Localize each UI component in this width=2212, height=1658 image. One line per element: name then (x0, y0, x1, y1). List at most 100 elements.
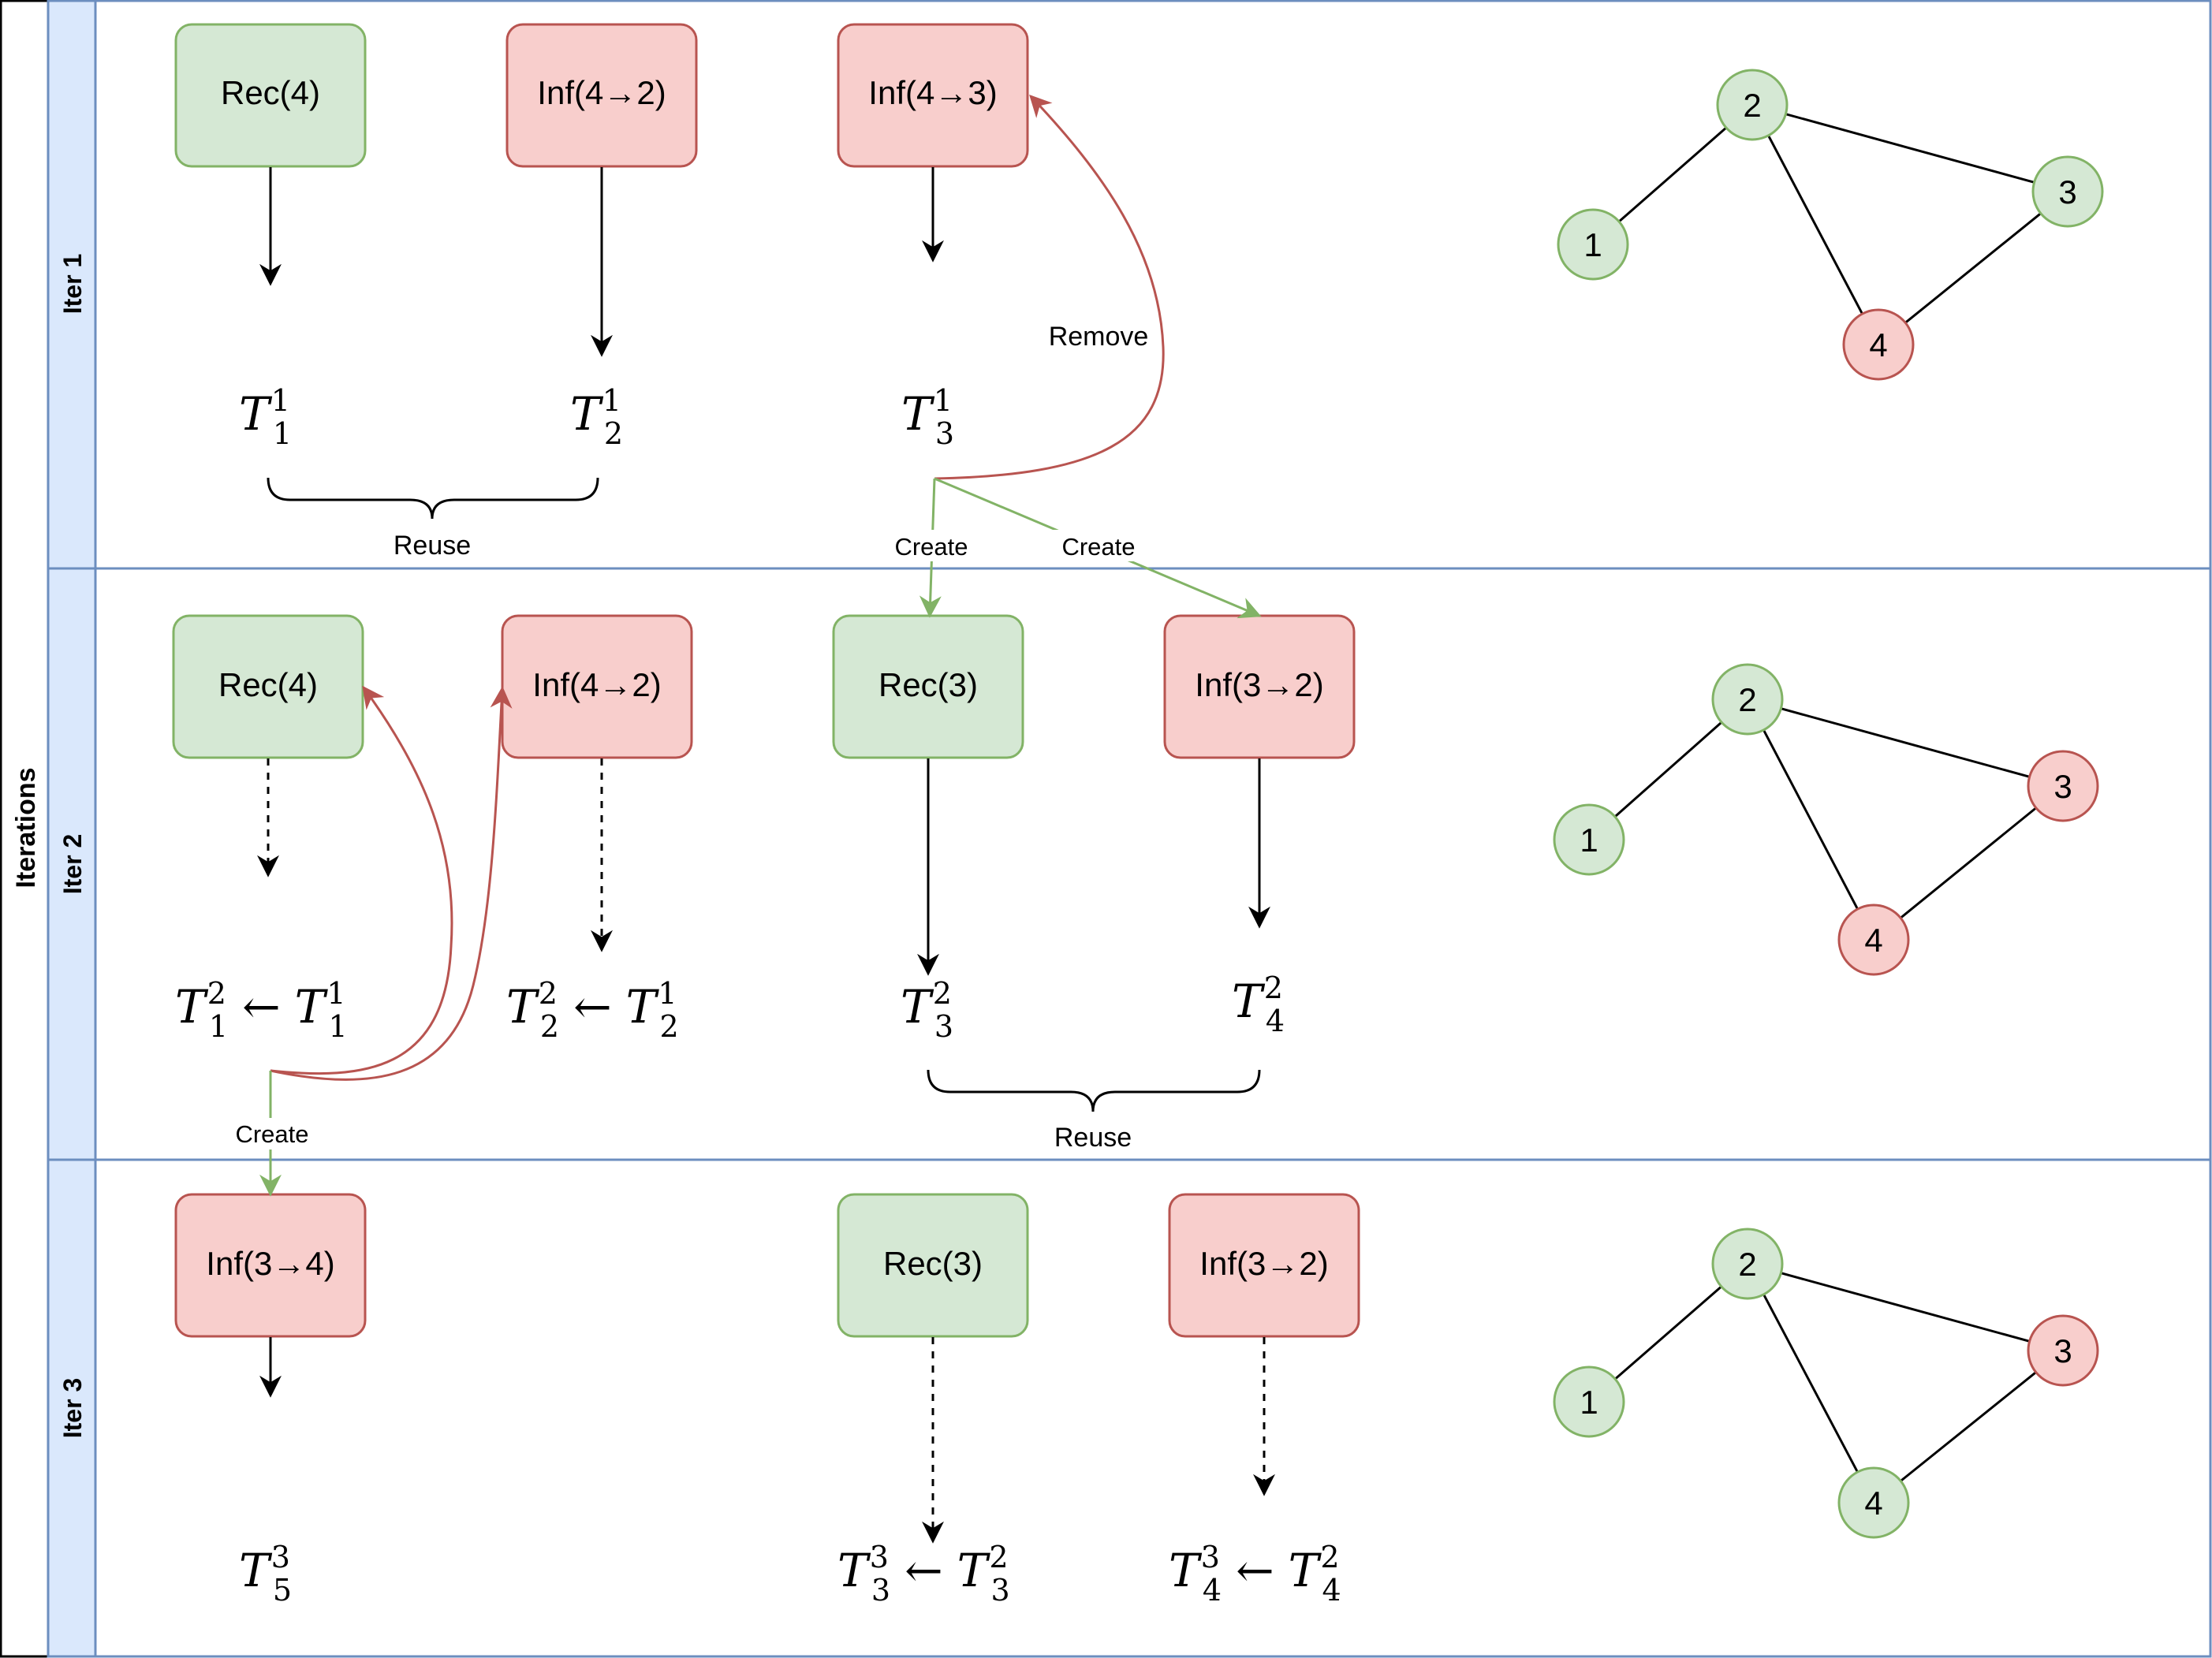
node-label: 4 (1864, 1485, 1882, 1522)
box-label: Rec(4) (221, 74, 320, 111)
graph-node-3: 3 (2027, 750, 2099, 822)
remove-label: Remove (1049, 322, 1149, 352)
lane-iter-3: Iter 3 (47, 1158, 2212, 1658)
node-circle (1553, 1366, 1625, 1438)
box-label: Inf(4→2) (537, 74, 666, 111)
graph-edge (1781, 1272, 2030, 1343)
lane-header (47, 567, 97, 1161)
box-rec-3-iter3: Rec(3) (837, 1193, 1029, 1338)
node-circle (1837, 904, 1910, 976)
remove-edge: Remove (934, 94, 1165, 480)
down-arrows (257, 167, 1275, 1544)
box-rec-4-iter2: Rec(4) (172, 614, 364, 759)
node-circle (1557, 208, 1629, 281)
lane-label: Iter 3 (58, 1378, 87, 1438)
box-rec-3-iter2: Rec(3) (832, 614, 1024, 759)
node-label: 2 (1738, 1246, 1756, 1283)
graph-node-1: 1 (1553, 803, 1625, 876)
node-circle (1711, 1228, 1784, 1300)
node-label: 3 (2053, 1332, 2072, 1369)
box-label: Inf(4→2) (532, 666, 661, 703)
box-label: Rec(3) (878, 666, 978, 703)
box-inf-3-2-iter3: Inf(3→2) (1168, 1193, 1360, 1338)
node-circle (1711, 663, 1784, 736)
graph-node-2: 2 (1716, 69, 1789, 141)
create-label: Create (894, 533, 968, 561)
graph-edge (1763, 1294, 1859, 1473)
box-inf-4-2-iter2: Inf(4→2) (501, 614, 693, 759)
node-circle (1553, 803, 1625, 876)
graph-edge (1613, 721, 1723, 818)
node-circle (2031, 155, 2104, 228)
create-labels: Create Create Create (225, 530, 1147, 1149)
graph-iter-3: 1 2 3 4 (1553, 1228, 2099, 1539)
node-label: 3 (2053, 768, 2072, 805)
graph-edge (1618, 126, 1727, 223)
graph-node-3: 3 (2027, 1314, 2099, 1387)
box-inf-4-3-iter1: Inf(4→3) (837, 23, 1029, 168)
node-label: 1 (1580, 822, 1598, 859)
node-label: 2 (1743, 87, 1761, 124)
box-rec-4-iter1: Rec(4) (174, 23, 367, 168)
lane-iter-2: Iter 2 (47, 567, 2212, 1161)
node-label: 4 (1864, 922, 1882, 959)
graph-node-3: 3 (2031, 155, 2104, 228)
node-circle (2027, 750, 2099, 822)
graph-iter-2: 1 2 3 4 (1553, 663, 2099, 976)
graph-node-2: 2 (1711, 1228, 1784, 1300)
lane-label: Iter 2 (58, 834, 87, 894)
create-label-bg (225, 1118, 318, 1149)
curve-to-inf-4-2 (270, 686, 513, 1081)
graph-node-4: 4 (1842, 308, 1915, 381)
box-inf-3-2-iter2: Inf(3→2) (1163, 614, 1356, 759)
node-circle (1837, 1466, 1910, 1539)
remove-curve (934, 94, 1165, 480)
pool-title: Iterations (11, 767, 41, 888)
graphs: 1 2 3 4 1 2 3 4 1 2 3 4 (1553, 69, 2104, 1539)
graph-edge (1785, 113, 2035, 184)
node-label: 1 (1583, 226, 1602, 263)
lane-header (47, 1158, 97, 1658)
graph-node-2: 2 (1711, 663, 1784, 736)
graph-edge (1763, 729, 1859, 910)
graph-edge (1900, 807, 2037, 919)
reuse-label: Reuse (394, 531, 471, 561)
curve-to-rec-4 (270, 685, 453, 1075)
create-label-bg (886, 530, 981, 561)
graph-node-1: 1 (1557, 208, 1629, 281)
node-label: 3 (2058, 173, 2076, 211)
reuse-brace-iter1: Reuse (267, 477, 599, 561)
box-inf-3-4-iter3: Inf(3→4) (174, 1193, 367, 1338)
create-label: Create (1061, 533, 1135, 561)
box-label: Inf(3→2) (1199, 1245, 1328, 1282)
graph-node-1: 1 (1553, 1366, 1625, 1438)
remove-label-bg (1041, 319, 1155, 353)
node-circle (1716, 69, 1789, 141)
node-label: 4 (1869, 326, 1887, 363)
pool-header (0, 0, 50, 1658)
box-label: Inf(3→4) (206, 1245, 334, 1282)
graph-edge (1767, 135, 1863, 315)
node-label: 2 (1738, 681, 1756, 718)
graph-edge (1900, 1371, 2037, 1482)
node-circle (2027, 1314, 2099, 1387)
graph-iter-1: 1 2 3 4 (1557, 69, 2104, 381)
reuse-label: Reuse (1054, 1123, 1132, 1153)
create-label: Create (235, 1120, 308, 1148)
box-label: Rec(4) (218, 666, 318, 703)
reuse-brace-iter2: Reuse (927, 1069, 1261, 1153)
box-label: Inf(4→3) (868, 74, 997, 111)
node-label: 1 (1580, 1384, 1598, 1421)
reuse-curves-iter2 (270, 685, 513, 1081)
